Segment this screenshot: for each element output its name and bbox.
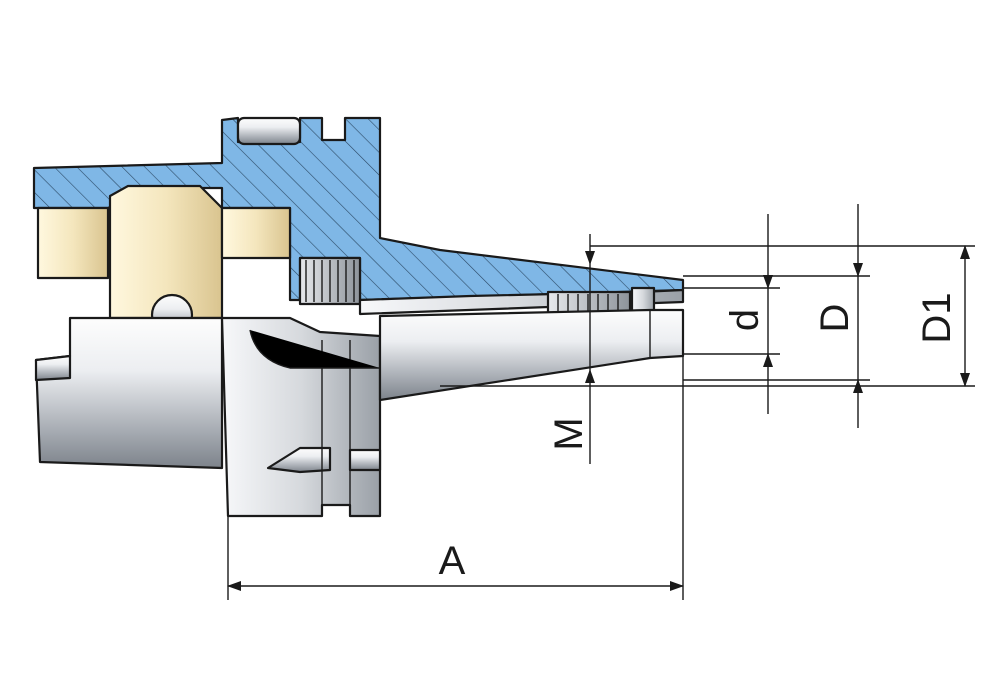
extension-lines bbox=[227, 245, 975, 600]
clamping-ring bbox=[36, 206, 110, 280]
flange-slot-right bbox=[348, 448, 382, 472]
dimension-D1: D1 bbox=[915, 245, 970, 387]
dimension-A: A bbox=[227, 539, 684, 591]
thread-lines bbox=[305, 260, 355, 302]
dimension-d: d bbox=[723, 214, 773, 414]
clamping-ring-right bbox=[220, 206, 292, 260]
drive-key-slot bbox=[236, 116, 302, 146]
label-D1: D1 bbox=[915, 292, 959, 343]
shank-groove bbox=[34, 354, 72, 382]
label-m: M bbox=[547, 417, 591, 450]
hsk-shank bbox=[34, 316, 224, 470]
thread-lines-right bbox=[557, 294, 619, 312]
label-d: d bbox=[723, 309, 767, 331]
flange-slot bbox=[266, 446, 332, 474]
label-A: A bbox=[439, 539, 466, 583]
label-D: D bbox=[813, 304, 857, 333]
dimension-m: M bbox=[547, 234, 595, 464]
dimension-D: D bbox=[813, 204, 863, 428]
flange-lines bbox=[249, 329, 380, 505]
